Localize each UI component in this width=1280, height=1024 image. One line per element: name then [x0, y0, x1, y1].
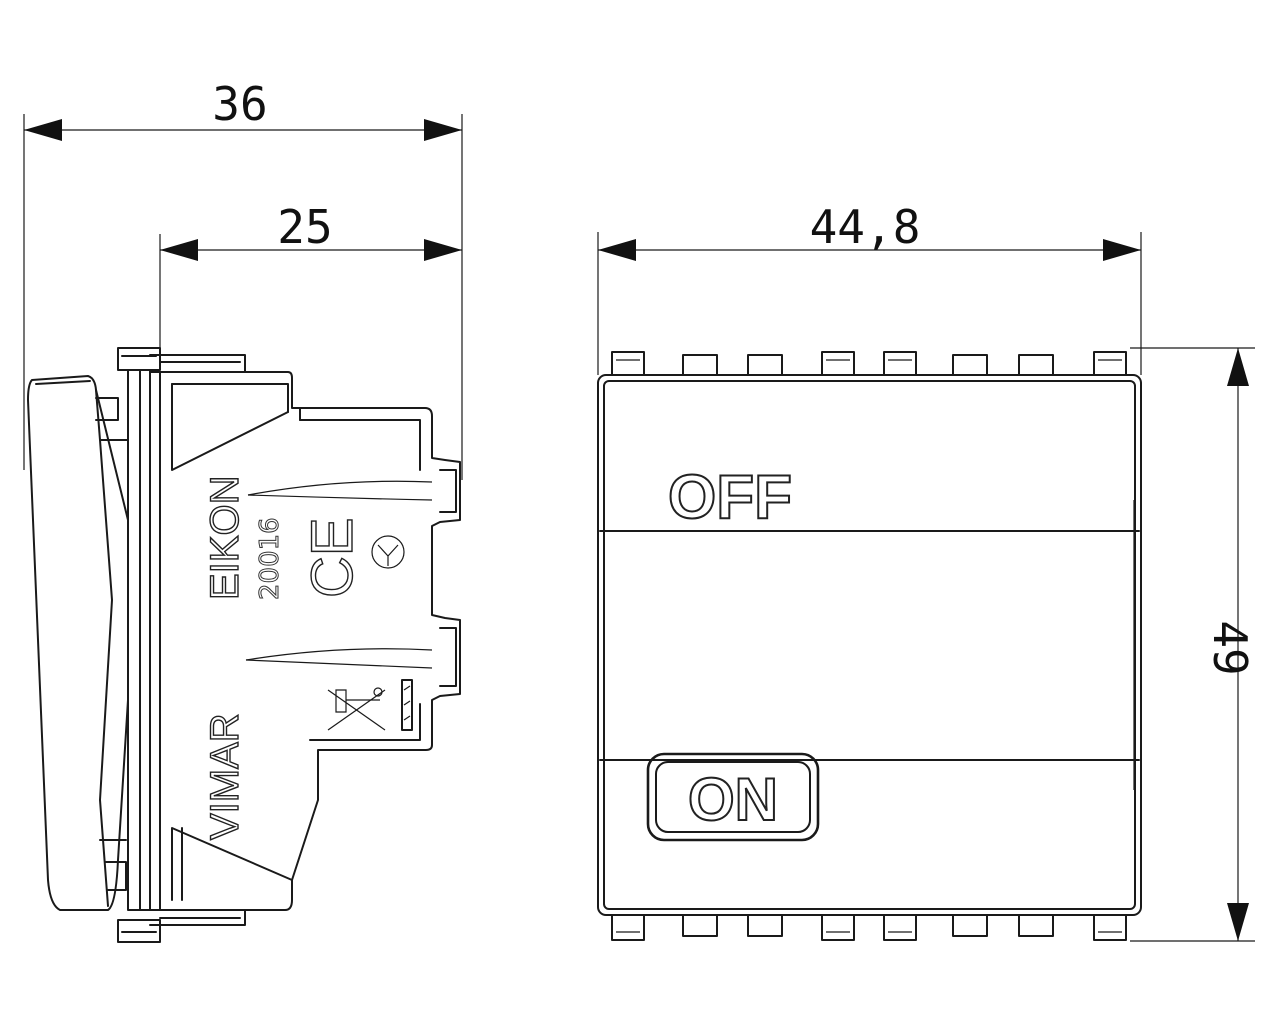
brand-label-vimar: VIMAR: [203, 713, 247, 840]
dimension-label-25: 25: [277, 200, 332, 254]
arrow-right-icon: [424, 239, 462, 261]
rocker-cover: [27, 375, 129, 911]
arrow-right-icon: [424, 119, 462, 141]
top-clips: [611, 351, 1127, 376]
mechanism-body: [149, 371, 461, 911]
label-on: ON: [688, 766, 778, 833]
front-view: OFF ON: [597, 351, 1142, 941]
ce-mark-icon: CE: [300, 517, 365, 598]
arrow-up-icon: [1227, 348, 1249, 386]
dimension-depth-total: 36: [23, 77, 463, 480]
dimension-depth-body: 25: [159, 200, 462, 350]
dimension-height: 49: [1130, 347, 1257, 942]
on-indicator-window: [646, 752, 820, 842]
label-off: OFF: [668, 463, 792, 532]
dimension-label-49: 49: [1203, 620, 1257, 675]
dimension-width: 44,8: [597, 200, 1142, 375]
dimension-label-36: 36: [212, 77, 267, 131]
bottom-clips: [611, 914, 1127, 941]
arrow-left-icon: [598, 239, 636, 261]
terminal-icon: [335, 689, 380, 713]
module-frame: [597, 374, 1142, 916]
strip-gauge-icon: [401, 679, 413, 731]
approval-code: 20016: [255, 517, 285, 600]
side-view: EIKON VIMAR 20016 CE: [27, 347, 461, 943]
dimension-label-44-8: 44,8: [810, 200, 921, 254]
arrow-down-icon: [1227, 903, 1249, 941]
arrow-right-icon: [1103, 239, 1141, 261]
arrow-left-icon: [24, 119, 62, 141]
brand-label-eikon: EIKON: [203, 476, 247, 600]
approval-mark-icon: [371, 535, 405, 569]
arrow-left-icon: [160, 239, 198, 261]
